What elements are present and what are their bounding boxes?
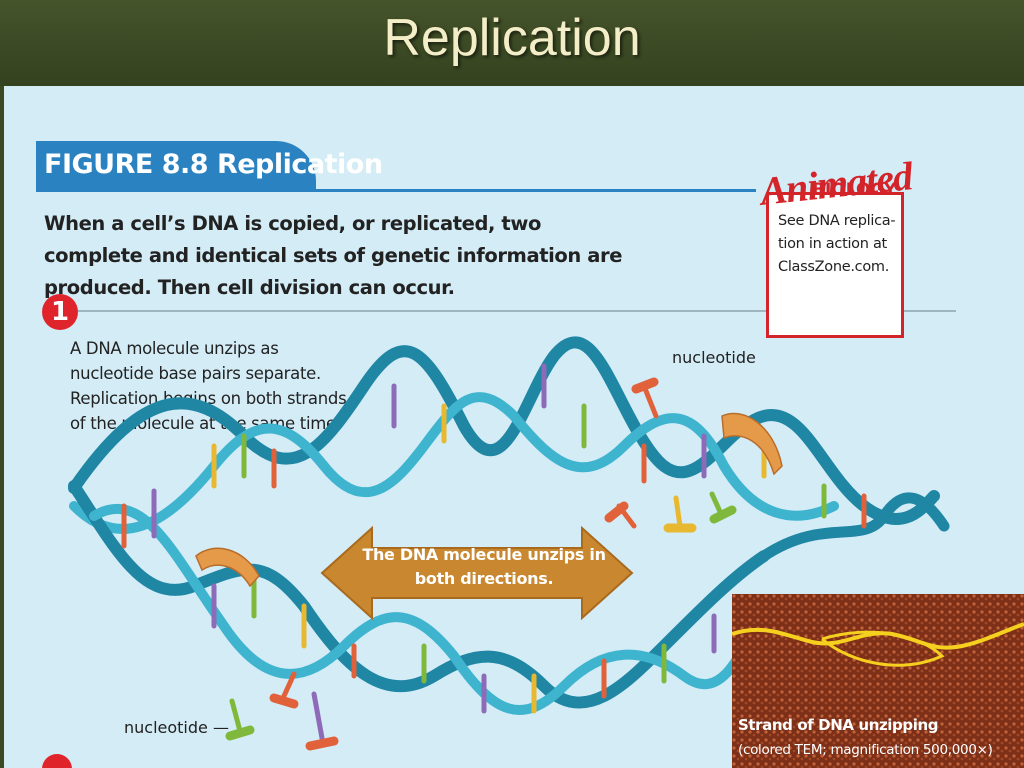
dna-bubble-trace xyxy=(821,630,945,667)
badge-text: See DNA replica-tion in action at ClassZ… xyxy=(778,213,896,275)
dna-right-backbone xyxy=(758,492,950,562)
nucleotide-label-bottom: nucleotide — xyxy=(124,718,229,737)
polymerase-ribbon-top xyxy=(721,412,783,476)
step-rule xyxy=(56,310,956,312)
nucleotide-icon xyxy=(604,501,637,529)
dna-upper-backbone-a xyxy=(68,336,940,525)
free-nucleotides xyxy=(225,377,737,751)
polymerase-ribbon-left xyxy=(195,547,260,588)
figure-tab xyxy=(36,141,316,191)
figure-panel: FIGURE 8.8 Replication When a cell’s DNA… xyxy=(4,86,1024,768)
dna-upper-strand xyxy=(68,336,940,534)
nucleotide-icon xyxy=(269,671,299,709)
badge-box xyxy=(766,192,904,338)
tem-caption-detail: (colored TEM; magnification 500,000×) xyxy=(738,742,993,758)
dna-lower-backbone-b xyxy=(89,504,769,715)
nucleotide-icon xyxy=(305,691,339,751)
figure-rule xyxy=(36,189,756,192)
tem-micrograph: Strand of DNA unzipping (colored TEM; ma… xyxy=(732,594,1024,768)
animated-biology-badge[interactable]: Animated BIOLOGY See DNA replica-tion in… xyxy=(758,122,914,338)
nucleotide-label-top: nucleotide xyxy=(672,348,756,367)
bidirectional-arrow xyxy=(320,525,634,621)
badge-subtitle: BIOLOGY xyxy=(812,180,897,200)
figure-title: FIGURE 8.8 Replication xyxy=(44,149,383,180)
figure-caption: When a cell’s DNA is copied, or replicat… xyxy=(44,212,623,299)
nucleotide-icon xyxy=(663,495,697,533)
tem-image xyxy=(732,594,1024,768)
tem-caption-title: Strand of DNA unzipping xyxy=(738,716,939,734)
slide-title: Replication xyxy=(383,9,641,67)
polymerase-ribbons xyxy=(195,412,783,588)
arrow-label: The DNA molecule unzips in both directio… xyxy=(362,545,606,588)
step-number-badge-2 xyxy=(42,754,72,768)
dna-diagram xyxy=(68,336,950,751)
nucleotide-icon xyxy=(631,377,659,419)
title-bar xyxy=(0,0,1024,86)
nucleotide-icon xyxy=(225,698,255,741)
nucleotide-icon xyxy=(709,491,737,524)
step-number-badge: 1 xyxy=(42,294,78,330)
base-pair-rungs xyxy=(121,363,867,714)
